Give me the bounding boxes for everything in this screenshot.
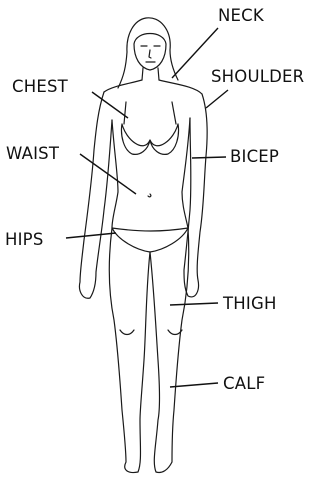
hips-label: HIPS bbox=[5, 232, 44, 249]
thigh-leader bbox=[170, 303, 218, 305]
leader-lines bbox=[66, 28, 228, 387]
hair bbox=[118, 18, 178, 88]
calf-label: CALF bbox=[223, 376, 265, 393]
face bbox=[141, 46, 160, 62]
chest-label: CHEST bbox=[12, 79, 68, 96]
neck-label: NECK bbox=[218, 8, 264, 25]
bra bbox=[121, 102, 178, 154]
hips-leader bbox=[66, 233, 116, 238]
right-arm bbox=[184, 94, 207, 297]
briefs bbox=[112, 228, 188, 252]
thigh-label: THIGH bbox=[223, 296, 277, 313]
waist-label: WAIST bbox=[6, 146, 59, 163]
bicep-leader bbox=[192, 157, 226, 158]
knees bbox=[120, 330, 182, 335]
bicep-label: BICEP bbox=[230, 149, 279, 166]
left-arm bbox=[79, 92, 112, 298]
waist-leader bbox=[80, 154, 136, 194]
shoulder-label: SHOULDER bbox=[211, 69, 304, 86]
shoulder-leader bbox=[206, 90, 228, 108]
chest-leader bbox=[92, 92, 128, 118]
right-leg bbox=[150, 228, 189, 473]
left-leg bbox=[109, 228, 150, 473]
calf-leader bbox=[170, 383, 218, 387]
navel bbox=[148, 194, 151, 197]
